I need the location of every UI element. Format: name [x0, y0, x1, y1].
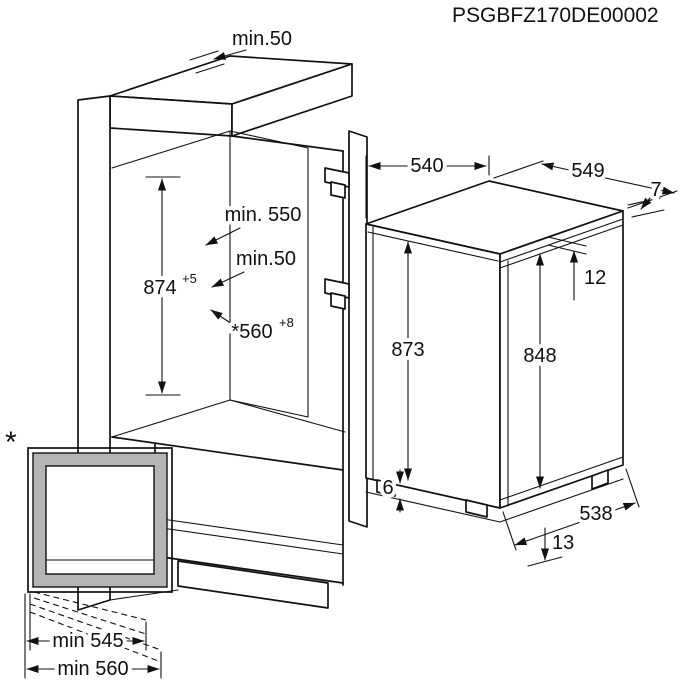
bottom-gap-dim: 6 — [382, 477, 393, 499]
niche-door-panel — [348, 130, 368, 528]
top-clearance-dim: min.50 — [232, 28, 292, 50]
inset-inner-width-dim: min 545 — [52, 630, 123, 652]
bottom-offset-dim: 13 — [552, 532, 574, 554]
appliance-front-face — [365, 223, 501, 509]
dimension-lines — [145, 49, 678, 567]
inset-outer-width-dim: min 560 — [57, 658, 128, 680]
appliance-depth-dim: 538 — [579, 503, 612, 525]
rear-clearance-dim: min.50 — [236, 248, 296, 270]
niche-depth-dim: min. 550 — [225, 204, 302, 226]
appliance-width-dim: 540 — [410, 155, 443, 177]
cabinet-plinth — [177, 560, 329, 609]
door-top-offset-dim: 12 — [584, 267, 606, 289]
niche-height-tolerance: +5 — [182, 271, 197, 286]
appliance-side-face — [499, 210, 624, 509]
appliance-foot — [376, 479, 396, 497]
footnote-marker: * — [5, 426, 17, 459]
niche-width-dim: *560 — [231, 321, 272, 343]
appliance-total-depth-dim: 549 — [571, 160, 604, 182]
part-number: PSGBFZ170DE00002 — [452, 4, 659, 27]
dimension-labels: PSGBFZ170DE00002 min.50 540 549 7 min. 5… — [5, 4, 666, 684]
niche-height-dim: 874 — [143, 277, 176, 299]
niche-width-tolerance: +8 — [279, 315, 294, 330]
appliance-foot — [465, 499, 488, 518]
door-height-dim: 848 — [523, 345, 556, 367]
top-gap-dim: 7 — [650, 179, 661, 201]
inset-opening — [45, 465, 155, 575]
inset-front-view — [24, 447, 173, 679]
appliance-drawing — [365, 180, 624, 523]
appliance-height-dim: 873 — [391, 339, 424, 361]
appliance-foot — [591, 469, 609, 490]
cabinet-drawing — [77, 55, 368, 611]
